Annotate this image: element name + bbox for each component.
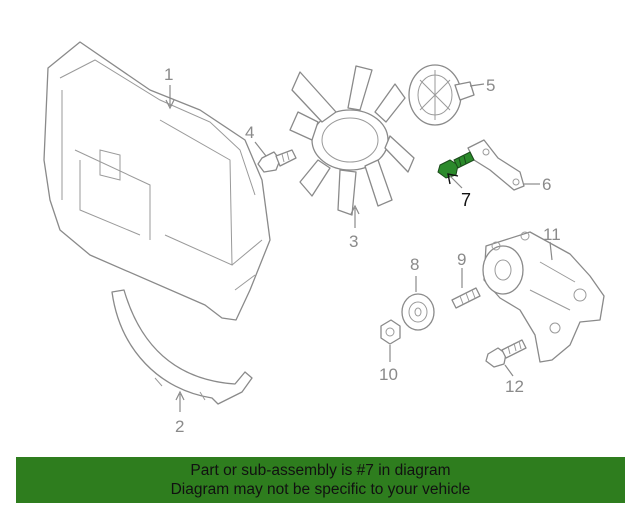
bracket-part[interactable] — [467, 139, 525, 191]
callout-6: 6 — [542, 175, 551, 194]
callout-leaders — [165, 83, 553, 412]
banner-line-disclaimer: Diagram may not be specific to your vehi… — [170, 481, 471, 498]
cooling-fan-part[interactable] — [289, 65, 415, 216]
stud-part[interactable] — [451, 287, 481, 309]
callout-12: 12 — [505, 377, 524, 396]
callout-1: 1 — [164, 65, 173, 84]
lower-shroud-part[interactable] — [111, 289, 253, 405]
bolt-7-highlighted-part[interactable] — [437, 151, 475, 179]
callout-2: 2 — [175, 417, 184, 436]
nut-part[interactable] — [380, 319, 401, 345]
callout-5: 5 — [486, 76, 495, 95]
bolt-12-part[interactable] — [485, 339, 527, 368]
callout-8: 8 — [410, 255, 419, 274]
idler-pulley-part[interactable] — [401, 293, 435, 331]
info-banner: Part or sub-assembly is #7 in diagram Di… — [16, 457, 625, 503]
callout-9: 9 — [457, 250, 466, 269]
fan-shroud-part[interactable] — [43, 41, 271, 321]
banner-line-part-number: Part or sub-assembly is #7 in diagram — [190, 462, 451, 479]
callout-7: 7 — [461, 190, 471, 210]
callout-10: 10 — [379, 365, 398, 384]
fan-clutch-part[interactable] — [408, 64, 475, 126]
water-pump-part[interactable] — [482, 231, 605, 363]
callout-4: 4 — [245, 123, 254, 142]
bolt-4-part[interactable] — [257, 149, 297, 173]
callout-11: 11 — [543, 225, 561, 244]
callout-3: 3 — [349, 232, 358, 251]
